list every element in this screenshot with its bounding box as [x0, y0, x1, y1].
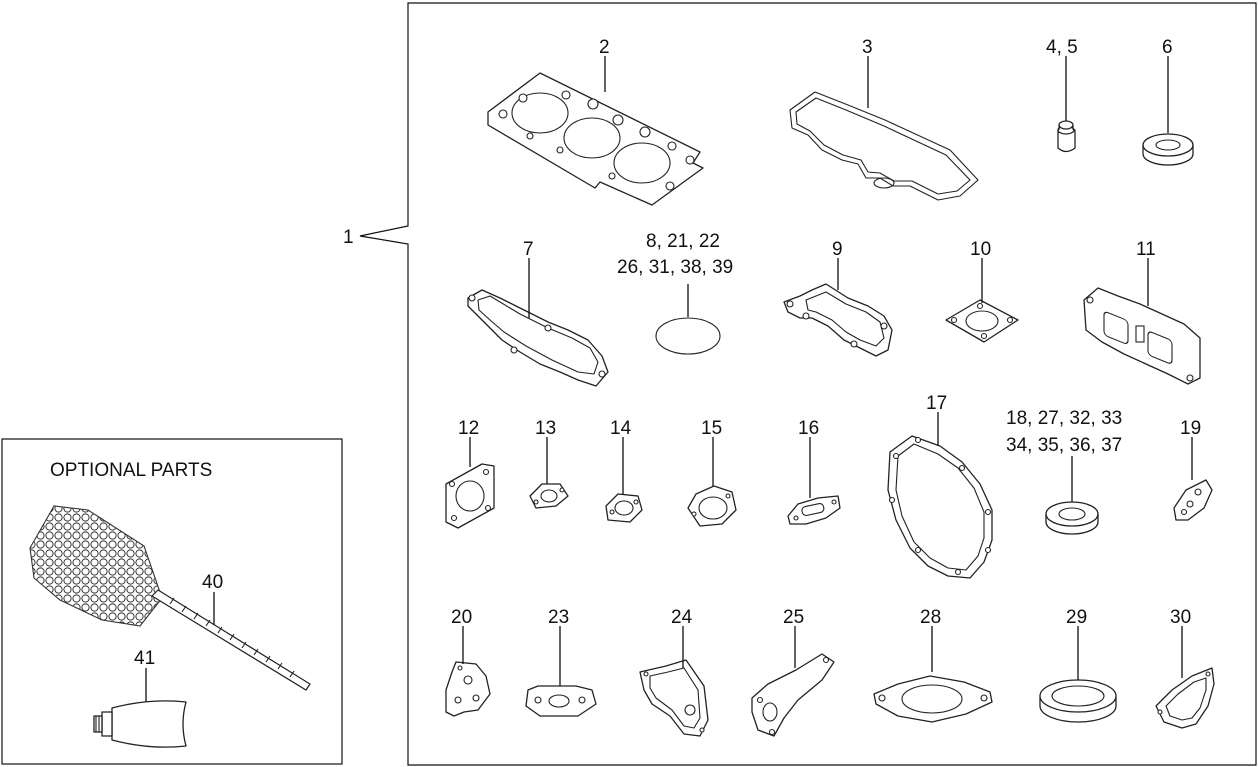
part-13-gasket — [529, 483, 569, 509]
part-7-manifold-gasket — [467, 289, 609, 387]
callout-1: 1 — [343, 227, 354, 248]
callout-16: 16 — [798, 418, 819, 439]
part-6-seal-ring — [1142, 133, 1194, 166]
kit-frame — [359, 2, 1257, 766]
callout-19: 19 — [1180, 418, 1201, 439]
part-24-gasket — [639, 659, 709, 737]
callout-20: 20 — [451, 607, 472, 628]
callout-8-line1: 8, 21, 22 — [646, 231, 720, 252]
callout-6: 6 — [1162, 37, 1173, 58]
callout-40: 40 — [202, 572, 223, 593]
part-41-tube — [93, 700, 187, 748]
callout-7: 7 — [523, 239, 534, 260]
callout-10: 10 — [970, 239, 991, 260]
callout-24: 24 — [671, 607, 693, 628]
callout-2: 2 — [599, 37, 610, 58]
part-19-gasket — [1173, 479, 1213, 521]
part-14-gasket — [605, 493, 643, 523]
part-16-gasket — [787, 495, 841, 525]
callout-13: 13 — [535, 418, 556, 439]
callout-18-line2: 34, 35, 36, 37 — [1006, 435, 1122, 456]
part-8-o-ring — [655, 317, 721, 355]
part-30-gasket — [1155, 667, 1215, 729]
callout-30: 30 — [1170, 607, 1191, 628]
callout-8-line2: 26, 31, 38, 39 — [617, 257, 733, 278]
callout-41: 41 — [134, 648, 155, 669]
callout-17: 17 — [926, 393, 947, 414]
part-17-large-gasket — [887, 435, 993, 579]
part-15-gasket — [687, 485, 737, 527]
optional-parts-title: OPTIONAL PARTS — [50, 460, 212, 481]
callout-11: 11 — [1136, 239, 1156, 260]
callout-18-line1: 18, 27, 32, 33 — [1006, 408, 1122, 429]
part-10-square-gasket — [945, 299, 1019, 343]
callout-4-5: 4, 5 — [1046, 37, 1078, 58]
part-4-5-valve-stem-seal — [1057, 120, 1076, 153]
callout-29: 29 — [1066, 607, 1087, 628]
callout-28: 28 — [920, 607, 941, 628]
part-23-gasket — [525, 685, 597, 717]
part-28-gasket — [873, 675, 993, 723]
part-9-gasket — [783, 283, 893, 357]
part-25-gasket — [751, 653, 835, 737]
part-20-gasket — [445, 661, 491, 717]
callout-15: 15 — [701, 418, 722, 439]
callout-12: 12 — [458, 418, 479, 439]
callout-23: 23 — [548, 607, 569, 628]
part-40-brush — [29, 505, 311, 691]
part-3-rocker-cover-gasket — [789, 91, 979, 201]
callout-14: 14 — [610, 418, 632, 439]
part-12-gasket — [445, 463, 495, 529]
part-18-seal-ring — [1045, 501, 1099, 535]
callout-25: 25 — [783, 607, 804, 628]
part-2-head-gasket — [487, 72, 704, 206]
part-29-seal-ring — [1039, 679, 1117, 723]
optional-parts-frame — [1, 438, 343, 765]
callout-3: 3 — [862, 37, 873, 58]
callout-9: 9 — [832, 239, 843, 260]
part-11-exhaust-gasket — [1083, 287, 1201, 385]
